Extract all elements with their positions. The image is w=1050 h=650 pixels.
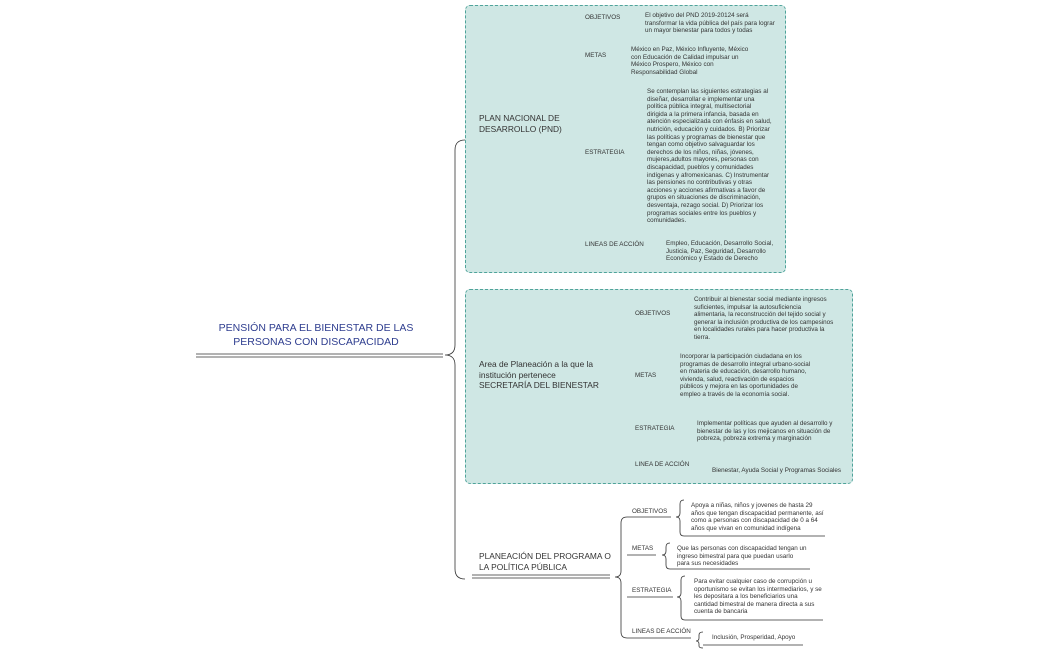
area-metas-label[interactable]: METAS: [635, 372, 657, 379]
planeacion-lineas-text: Inclusión, Prosperidad, Apoyo: [712, 634, 796, 641]
branch-planeacion-title-line2: LA POLÍTICA PÚBLICA: [479, 561, 567, 572]
area-metas-text: Incorporar la participación ciudadana en…: [680, 353, 811, 398]
area-objetivos-label[interactable]: OBJETIVOS: [635, 310, 671, 317]
branch-area-title[interactable]: Area de Planeación a la que la instituci…: [479, 359, 619, 391]
area-lineas-text: Bienestar, Ayuda Social y Programas Soci…: [712, 467, 842, 474]
branch-area-title-line3: SECRETARÍA DEL BIENESTAR: [479, 380, 599, 390]
planeacion-estrategia-label[interactable]: ESTRATEGIA: [632, 587, 672, 594]
root-title[interactable]: PENSIÓN PARA EL BIENESTAR DE LAS PERSONA…: [200, 322, 432, 349]
area-estrategia-text: Implementar políticas que ayuden al desa…: [697, 420, 833, 443]
planeacion-objetivos-text: Apoya a niñas, niños y jovenes de hasta …: [691, 502, 824, 532]
pnd-estrategia-text: Se contemplan las siguientes estrategias…: [647, 88, 772, 225]
pnd-lineas-text: Empleo, Educación, Desarrollo Social, Ju…: [666, 240, 774, 263]
group-area-box: [465, 289, 853, 484]
pnd-objetivos-label[interactable]: OBJETIVOS: [585, 14, 621, 21]
group-pnd-box: [465, 5, 786, 273]
branch-area-title-line1: Area de Planeación a la que la: [479, 359, 594, 369]
branch-area-title-line2: institución pertenece: [479, 369, 556, 380]
branch-pnd-title[interactable]: PLAN NACIONAL DE DESARROLLO (PND): [479, 113, 569, 134]
root-title-line2: PERSONAS CON DISCAPACIDAD: [233, 335, 399, 348]
branch-planeacion-title[interactable]: PLANEACIÓN DEL PROGRAMA O LA POLÍTICA PÚ…: [479, 551, 614, 572]
branch-planeacion-title-line1: PLANEACIÓN DEL PROGRAMA O: [479, 551, 611, 561]
branch-pnd-title-line2: DESARROLLO (PND): [479, 123, 562, 134]
planeacion-objetivos-label[interactable]: OBJETIVOS: [632, 508, 668, 515]
branch-pnd-title-line1: PLAN NACIONAL DE: [479, 113, 560, 123]
planeacion-metas-label[interactable]: METAS: [632, 545, 654, 552]
pnd-metas-text: México en Paz, México Influyente, México…: [631, 46, 749, 76]
pnd-lineas-label[interactable]: LINEAS DE ACCIÓN: [585, 241, 644, 248]
planeacion-lineas-label[interactable]: LINEAS DE ACCIÓN: [632, 628, 691, 635]
area-lineas-label[interactable]: LINEA DE ACCIÓN: [635, 461, 690, 468]
area-objetivos-text: Contribuir al bienestar social mediante …: [694, 296, 834, 341]
planeacion-metas-text: Que las personas con discapacidad tengan…: [677, 545, 807, 568]
root-title-line1: PENSIÓN PARA EL BIENESTAR DE LAS: [218, 322, 414, 334]
area-estrategia-label[interactable]: ESTRATEGIA: [635, 425, 675, 432]
pnd-metas-label[interactable]: METAS: [585, 52, 607, 59]
planeacion-estrategia-text: Para evitar cualquier caso de corrupción…: [694, 578, 822, 616]
pnd-objetivos-text: El objetivo del PND 2019-20124 será tran…: [645, 12, 775, 35]
pnd-estrategia-label[interactable]: ESTRATEGIA: [585, 149, 625, 156]
